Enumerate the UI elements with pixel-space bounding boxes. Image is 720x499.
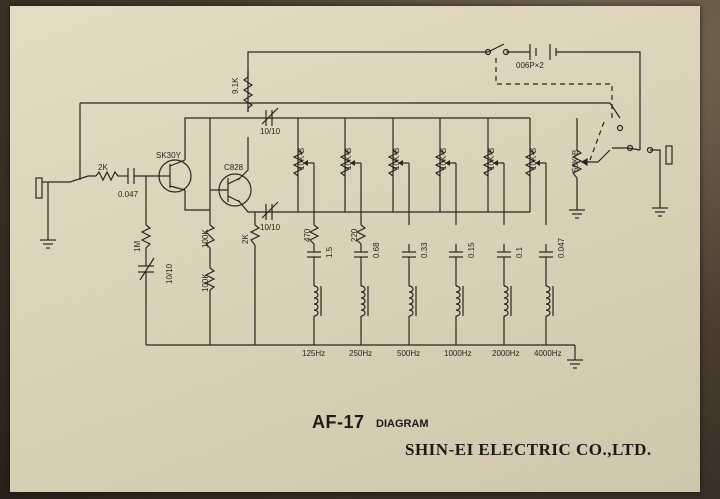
band-pot-arrow: [535, 160, 540, 166]
band-inductor-symbol: [313, 285, 319, 317]
battery-label: 006P×2: [516, 61, 544, 70]
band-cap-label: 0.047: [557, 237, 566, 258]
band-1: 10K-B 470 1.5 125Hz: [292, 148, 334, 358]
master-pot-label: 50K-B: [571, 150, 580, 172]
band-inductor-symbol: [545, 285, 551, 317]
band-cap-label: 0.33: [420, 242, 429, 258]
resistor-100k-b-label: 100K: [201, 273, 210, 292]
transistor-label: C828: [224, 163, 244, 172]
band-pot-symbol[interactable]: [292, 149, 304, 177]
resistor-100k-b: [204, 267, 216, 291]
band-pot-symbol[interactable]: [524, 149, 536, 177]
ground-symbols: [40, 207, 668, 369]
band-inductor-symbol: [455, 285, 461, 317]
trimmer-top-label: 10/10: [260, 127, 281, 136]
band-frequency-label: 125Hz: [302, 349, 325, 358]
band-frequency-label: 4000Hz: [534, 349, 562, 358]
band-cap-label: 1.5: [325, 246, 334, 258]
input-jack-symbol: [35, 177, 48, 199]
trimmer-capacitor: [138, 257, 155, 290]
band-pot-label: 10K-B: [297, 148, 306, 170]
band-resistor-label: 220: [350, 228, 359, 242]
transistor-symbol: [210, 173, 252, 207]
resistor-1m: [140, 224, 152, 250]
band-pot-arrow: [398, 160, 403, 166]
band-6: 10K-B 0.047 4000Hz: [524, 148, 566, 358]
band-pot-label: 10K-B: [344, 148, 353, 170]
band-cap-label: 0.1: [515, 246, 524, 258]
band-pot-label: 10K-B: [392, 148, 401, 170]
band-2: 10K-B 220 0.68 250Hz: [339, 148, 381, 358]
band-pot-arrow: [303, 160, 308, 166]
trimmer-label: 10/10: [165, 263, 174, 284]
fet-symbol: [158, 159, 192, 193]
band-pot-label: 10K-B: [529, 148, 538, 170]
diagram-word: DIAGRAM: [376, 418, 429, 430]
band-frequency-label: 250Hz: [349, 349, 372, 358]
power-switch-symbol: [484, 43, 510, 56]
band-inductor-symbol: [408, 285, 414, 317]
band-inductor-symbol: [503, 285, 509, 317]
resistor-input: [95, 170, 120, 182]
band-pot-symbol[interactable]: [482, 149, 494, 177]
company-name: SHIN-EI ELECTRIC CO.,LTD.: [405, 440, 652, 459]
band-resistor-symbol: [355, 224, 367, 245]
band-pot-label: 10K-B: [439, 148, 448, 170]
band-4: 10K-B 0.15 1000Hz: [434, 148, 476, 358]
capacitor-input: [127, 168, 135, 184]
wiring: [47, 51, 661, 360]
band-pot-symbol[interactable]: [434, 149, 446, 177]
resistor-100k-a-label: 100K: [201, 229, 210, 248]
trimmer-bottom: [261, 201, 279, 220]
band-frequency-label: 500Hz: [397, 349, 420, 358]
band-pot-arrow: [445, 160, 450, 166]
resistor-emitter: [249, 224, 261, 246]
resistor-100k-a: [204, 224, 216, 250]
band-pot-symbol[interactable]: [387, 149, 399, 177]
schematic-sheet: [10, 6, 700, 492]
output-switch-symbol: [616, 124, 673, 165]
band-frequency-label: 1000Hz: [444, 349, 472, 358]
master-potentiometer: [571, 149, 588, 179]
trimmer-bottom-label: 10/10: [260, 223, 281, 232]
model-number: AF-17: [312, 412, 365, 432]
band-frequency-label: 2000Hz: [492, 349, 520, 358]
band-inductor-symbol: [360, 285, 366, 317]
band-pot-label: 10K-B: [487, 148, 496, 170]
resistor-emitter-label: 2K: [241, 234, 250, 244]
resistor-top: [242, 70, 254, 112]
resistor-input-label: 2K: [98, 163, 108, 172]
capacitor-input-label: 0.047: [118, 190, 139, 199]
fet-label: SK30Y: [156, 151, 182, 160]
trimmer-top: [261, 107, 279, 126]
band-pot-arrow: [350, 160, 355, 166]
band-cap-label: 0.68: [372, 242, 381, 258]
band-3: 10K-B 0.33 500Hz: [387, 148, 429, 358]
resistor-1m-label: 1M: [133, 241, 142, 252]
band-pot-symbol[interactable]: [339, 149, 351, 177]
band-resistor-label: 470: [303, 228, 312, 242]
resistor-top-label: 9.1K: [231, 77, 240, 94]
battery-symbol: [529, 44, 557, 60]
band-5: 10K-B 0.1 2000Hz: [482, 148, 524, 358]
band-cap-label: 0.15: [467, 242, 476, 258]
band-resistor-symbol: [308, 224, 320, 245]
band-pot-arrow: [493, 160, 498, 166]
